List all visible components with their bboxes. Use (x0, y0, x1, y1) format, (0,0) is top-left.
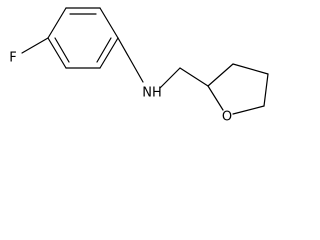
thf-bond-c5-o (232, 105, 265, 115)
ring-double-bond-right (96, 37, 112, 63)
ring-bond-3 (99, 37, 119, 69)
thf-bond-c4-c5 (263, 73, 269, 107)
ring-double-bond-left (54, 37, 70, 63)
oxygen-label: O (222, 110, 232, 125)
fluorine-label: F (9, 51, 16, 66)
thf-bond-c3-c4 (232, 63, 269, 75)
ring-nitrogen-bond (117, 37, 144, 83)
nitrogen-methylene-bond (159, 67, 181, 89)
amine-label: NH (142, 86, 162, 101)
methylene-ring-bond (179, 67, 209, 87)
structure-drawing: F NH O (9, 7, 269, 125)
molecule-diagram: F NH O (0, 0, 282, 135)
fluorine-bond (21, 37, 49, 54)
thf-bond-c2-c3 (207, 63, 234, 87)
ring-bond-5 (47, 37, 67, 69)
ring-bond-6 (47, 7, 67, 39)
ring-bond-2 (99, 7, 119, 39)
thf-bond-o-c2 (207, 85, 224, 111)
